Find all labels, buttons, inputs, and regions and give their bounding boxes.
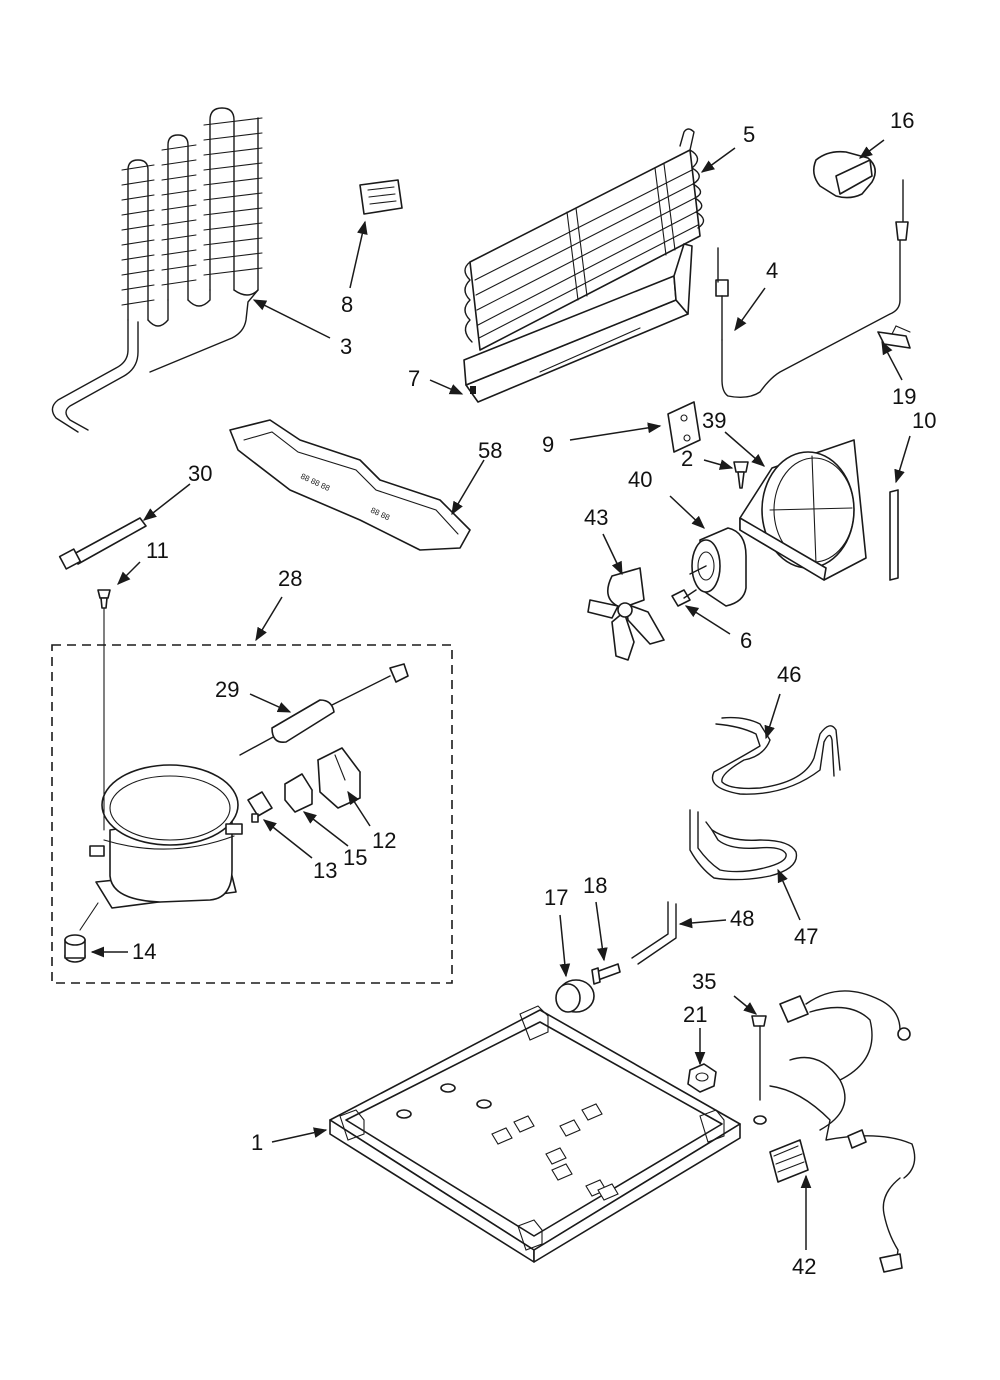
relay-13 xyxy=(247,791,273,823)
callout-9: 9 xyxy=(542,432,554,457)
screw-11 xyxy=(97,589,111,641)
callout-7: 7 xyxy=(408,366,420,391)
relay-cover-12 xyxy=(317,747,361,809)
callout-6: 6 xyxy=(740,628,752,653)
drain-pan: 88 88 88 88 88 xyxy=(229,419,471,551)
strip-10 xyxy=(889,489,899,581)
callout-1: 1 xyxy=(251,1130,263,1155)
compressor xyxy=(79,639,243,931)
evaporator xyxy=(464,128,705,351)
tube-48 xyxy=(631,901,677,965)
callout-8: 8 xyxy=(341,292,353,317)
bolt-18 xyxy=(591,963,621,985)
callout-10: 10 xyxy=(912,408,936,433)
callout-5: 5 xyxy=(743,122,755,147)
nut-21 xyxy=(687,1063,717,1093)
cap-16 xyxy=(812,150,876,199)
callout-12: 12 xyxy=(372,828,396,853)
callout-43: 43 xyxy=(584,505,608,530)
condenser-coil xyxy=(51,107,263,433)
callout-29: 29 xyxy=(215,677,239,702)
callout-28: 28 xyxy=(278,566,302,591)
roller-17 xyxy=(555,979,595,1013)
callout-15: 15 xyxy=(343,845,367,870)
tube-46 xyxy=(711,716,841,795)
callout-labels: 1 2 3 4 5 6 7 8 9 10 11 12 13 14 15 16 1… xyxy=(132,108,936,1279)
grommet xyxy=(64,934,86,963)
screw-6 xyxy=(671,589,697,607)
callout-17: 17 xyxy=(544,885,568,910)
screw-35 xyxy=(751,1015,767,1125)
fan-motor xyxy=(689,527,747,607)
wire-harness xyxy=(769,990,916,1273)
callout-47: 47 xyxy=(794,924,818,949)
callout-16: 16 xyxy=(890,108,914,133)
callout-46: 46 xyxy=(777,662,801,687)
leader-lines xyxy=(90,139,911,1250)
base-frame xyxy=(329,1005,741,1263)
fan-shroud xyxy=(739,439,867,581)
callout-18: 18 xyxy=(583,873,607,898)
callout-58: 58 xyxy=(478,438,502,463)
thermistor-4 xyxy=(715,179,909,399)
overload-15 xyxy=(284,773,313,813)
filter-drier xyxy=(239,663,409,756)
callout-21: 21 xyxy=(683,1002,707,1027)
screw-2 xyxy=(733,461,749,489)
callout-13: 13 xyxy=(313,858,337,883)
callout-48: 48 xyxy=(730,906,754,931)
cable-tie xyxy=(58,517,147,570)
callout-19: 19 xyxy=(892,384,916,409)
callout-40: 40 xyxy=(628,467,652,492)
callout-14: 14 xyxy=(132,939,156,964)
callout-30: 30 xyxy=(188,461,212,486)
fan-blade xyxy=(587,567,665,661)
callout-3: 3 xyxy=(340,334,352,359)
callout-42: 42 xyxy=(792,1254,816,1279)
compressor-kit-box xyxy=(51,644,453,984)
tube-47 xyxy=(689,809,798,881)
callout-35: 35 xyxy=(692,969,716,994)
callout-39: 39 xyxy=(702,408,726,433)
callout-4: 4 xyxy=(766,258,778,283)
bracket-9 xyxy=(667,401,701,453)
callout-2: 2 xyxy=(681,446,693,471)
drain-trough xyxy=(463,243,693,403)
label-plate xyxy=(359,179,403,215)
callout-11: 11 xyxy=(146,538,169,563)
